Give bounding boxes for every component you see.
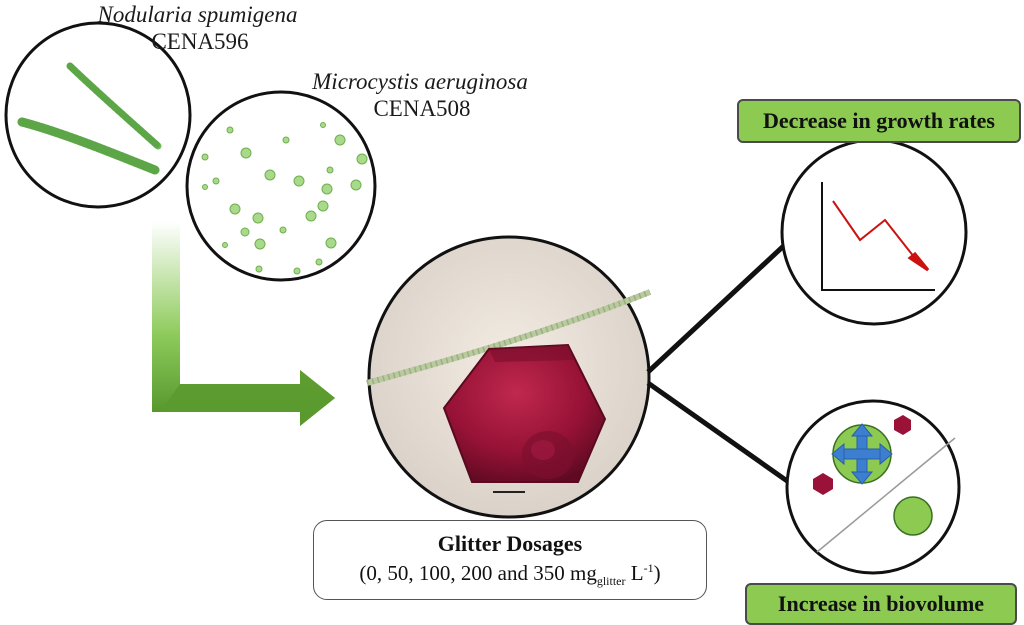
microcystis-circle <box>185 90 377 282</box>
expand-arrows-icon <box>831 423 893 485</box>
trend-arrowhead <box>907 251 930 272</box>
dosages-suffix: ) <box>653 561 661 585</box>
nodularia-strain: CENA596 <box>151 29 249 54</box>
dosages-values: (0, 50, 100, 200 and 350 mgglitter L-1) <box>314 561 706 589</box>
growth-rate-label: Decrease in growth rates <box>737 99 1021 143</box>
nodularia-circle <box>4 21 192 209</box>
normal-cell <box>893 496 933 536</box>
microcystis-strain: CENA508 <box>373 96 471 121</box>
dosages-subscript: glitter <box>596 574 626 589</box>
decreasing-trend-line <box>832 200 919 263</box>
connector-bottom <box>646 380 792 486</box>
dosages-title: Glitter Dosages <box>437 531 583 556</box>
dosages-values-prefix: (0, 50, 100, 200 and 350 mg <box>359 561 597 585</box>
nodularia-species-name: Nodularia spumigena <box>97 2 298 27</box>
biovolume-circle <box>785 399 961 575</box>
glitter-micrograph <box>366 235 652 519</box>
glitter-particle-2 <box>813 473 833 495</box>
dosages-unit: L <box>625 561 644 585</box>
microcystis-species-name: Microcystis aeruginosa <box>312 69 528 94</box>
glitter-particle-1 <box>894 415 911 435</box>
flow-arrow <box>152 222 335 426</box>
biovolume-label: Increase in biovolume <box>745 583 1017 625</box>
glitter-dosages-box: Glitter Dosages (0, 50, 100, 200 and 350… <box>313 520 707 600</box>
dosages-superscript: -1 <box>643 561 654 575</box>
growth-rate-circle <box>780 138 968 326</box>
divider-line <box>816 437 956 553</box>
connector-top <box>646 238 792 374</box>
